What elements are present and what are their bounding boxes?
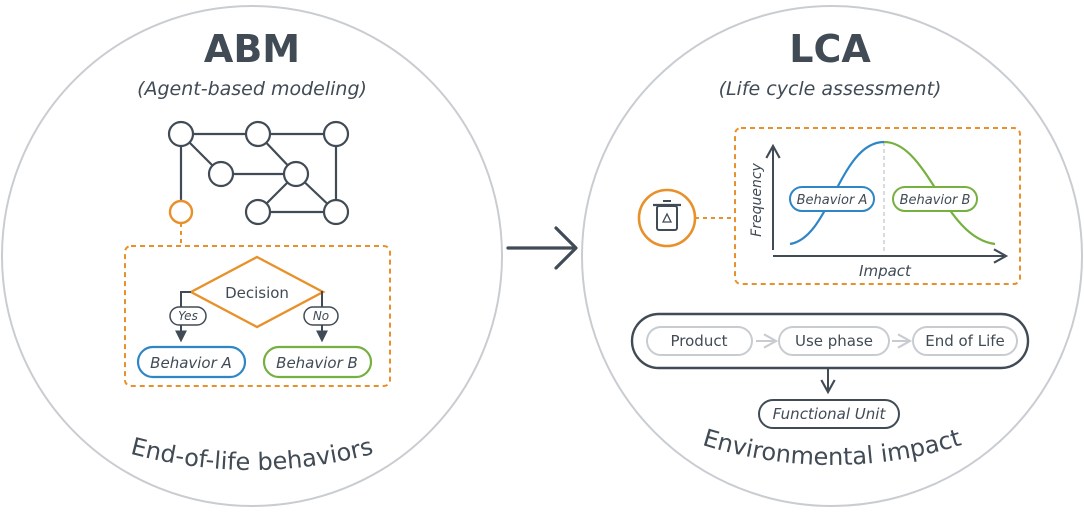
chart-behavior-b-pill (892, 186, 978, 212)
functional-unit-pill (758, 399, 900, 429)
step-use-phase-label: Use phase (795, 332, 873, 350)
no-pill (303, 306, 339, 326)
network-node (322, 120, 350, 148)
yes-label: Yes (178, 309, 198, 323)
abm-subtitle: (Agent-based modeling) (137, 78, 367, 100)
network-node (282, 160, 310, 188)
lca-panel: LCA (Life cycle assessment) Frequency Im… (581, 5, 1083, 507)
no-label: No (313, 309, 329, 323)
lca-caption: Environmental impact (700, 424, 964, 471)
decision-label: Decision (225, 284, 289, 302)
y-axis-label: Frequency (749, 162, 765, 236)
chart-behavior-a-pill (789, 186, 875, 212)
x-axis-label: Impact (859, 262, 912, 280)
recycle-bin-icon (637, 188, 697, 248)
step-product-label: Product (671, 332, 728, 350)
chart-box (734, 127, 1021, 285)
agent-network (167, 120, 350, 226)
behavior-a-pill (136, 345, 247, 379)
abm-panel: ABM (Agent-based modeling) (1, 5, 503, 507)
abm-caption: End-of-life behaviors (128, 432, 375, 476)
lca-circle (581, 5, 1083, 507)
selected-agent-node (168, 199, 194, 225)
decision-box (124, 245, 391, 387)
network-node (244, 120, 272, 148)
network-node (207, 160, 235, 188)
abm-circle (1, 5, 503, 507)
step-product-pill (646, 326, 753, 356)
step-end-of-life-label: End of Life (925, 332, 1005, 350)
behavior-b-pill (262, 345, 373, 379)
network-node (244, 198, 272, 226)
abm-title: ABM (204, 27, 300, 71)
lca-subtitle: (Life cycle assessment) (719, 78, 942, 100)
network-node (167, 120, 195, 148)
chart-behavior-a-label: Behavior A (797, 193, 868, 208)
lca-title: LCA (789, 27, 871, 71)
behavior-b-label: Behavior B (276, 354, 358, 372)
right-arrow-icon (506, 226, 578, 270)
decision-diamond (188, 255, 326, 329)
yes-pill (169, 306, 207, 326)
step-use-phase-pill (778, 326, 890, 356)
behavior-a-label: Behavior A (150, 354, 232, 372)
functional-unit-label: Functional Unit (773, 405, 887, 423)
network-node (322, 198, 350, 226)
chart-behavior-b-label: Behavior B (900, 193, 971, 208)
step-end-of-life-pill (912, 326, 1018, 356)
